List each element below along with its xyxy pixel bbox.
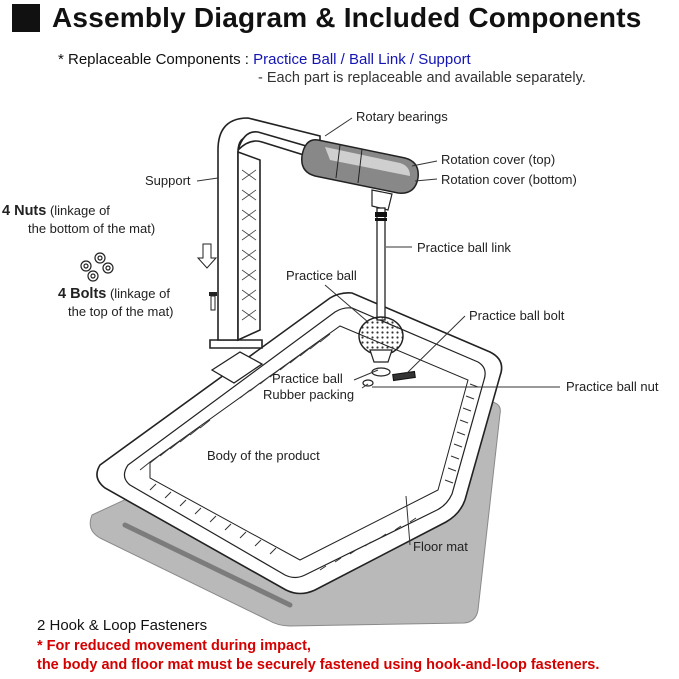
fasteners-note-line1: * For reduced movement during impact,: [37, 638, 311, 654]
label-practice-ball-nut: Practice ball nut: [566, 379, 659, 394]
label-body: Body of the product: [207, 448, 320, 463]
bolt-shape: [209, 292, 217, 311]
support-lattice: [241, 169, 257, 321]
replaceable-prefix: * Replaceable Components :: [58, 51, 254, 68]
practice-ball-shape: [358, 316, 404, 387]
replaceable-items: Practice Ball / Ball Link / Support: [253, 51, 471, 68]
label-bolts-line1: (linkage of: [106, 286, 170, 301]
down-arrow-icon: [196, 243, 218, 269]
label-nuts-line1: (linkage of: [46, 203, 110, 218]
page-title: Assembly Diagram & Included Components: [12, 0, 642, 36]
label-practice-ball-rubber-1: Practice ball: [272, 371, 343, 386]
nuts-shape: [80, 252, 114, 282]
label-rotation-cover-bottom: Rotation cover (bottom): [441, 172, 577, 187]
body-shape: [96, 292, 503, 595]
label-nuts: 4 Nuts (linkage of: [2, 203, 110, 219]
practice-ball-link-shape: [375, 207, 387, 321]
rotation-cover-shape: [301, 139, 419, 211]
label-nuts-line2: the bottom of the mat): [28, 221, 156, 236]
label-bolts-bold: 4 Bolts: [58, 286, 107, 302]
label-support: Support: [145, 173, 191, 188]
label-rotation-cover-top: Rotation cover (top): [441, 152, 556, 167]
label-floor-mat: Floor mat: [413, 539, 468, 554]
leader-lines: [196, 117, 560, 546]
fasteners-title: 2 Hook & Loop Fasteners: [37, 617, 208, 634]
label-rubber-packing: Rubber packing: [263, 387, 355, 402]
title-square-icon: [12, 4, 40, 32]
label-bolts-line2: the top of the mat): [68, 304, 174, 319]
replaceable-components: * Replaceable Components : Practice Ball…: [58, 51, 471, 68]
label-practice-ball-link: Practice ball link: [417, 240, 511, 255]
label-rotary-bearings: Rotary bearings: [356, 109, 448, 124]
replaceable-note: - Each part is replaceable and available…: [258, 70, 586, 86]
title-text: Assembly Diagram & Included Components: [52, 2, 642, 33]
label-nuts-bold: 4 Nuts: [2, 203, 47, 219]
label-bolts: 4 Bolts (linkage of: [58, 286, 170, 302]
label-practice-ball-bolt: Practice ball bolt: [469, 308, 565, 323]
label-practice-ball: Practice ball: [286, 268, 357, 283]
fasteners-note-line2: the body and floor mat must be securely …: [37, 657, 600, 673]
